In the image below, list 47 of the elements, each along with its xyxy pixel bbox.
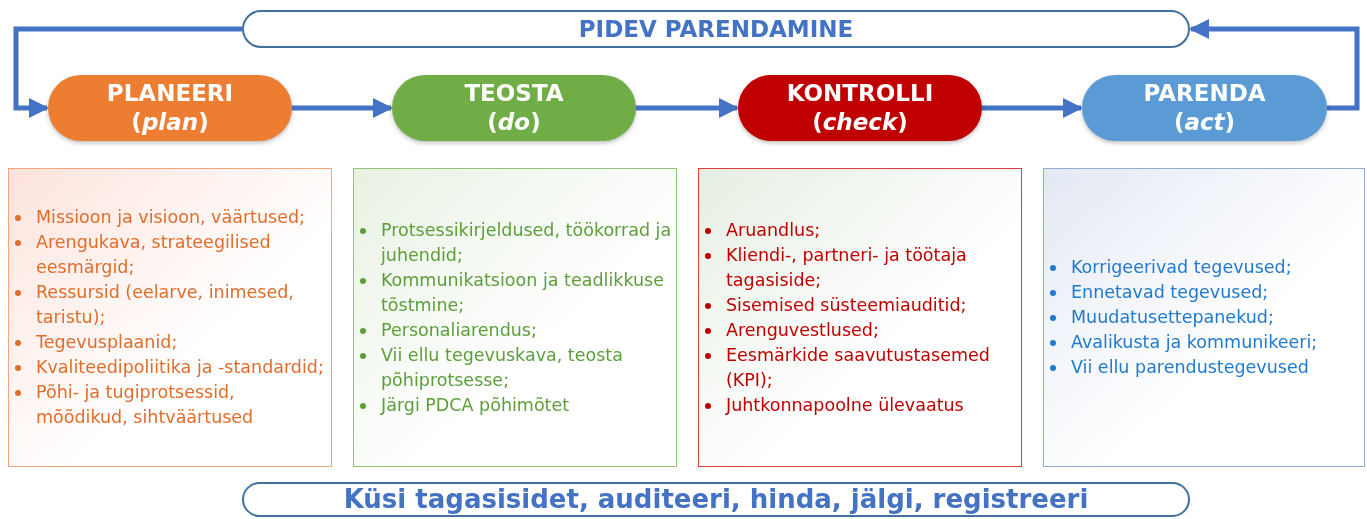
- banner: [242, 482, 1190, 517]
- bullet-text: Sisemised süsteemiauditid;: [726, 293, 967, 317]
- flow-arrow: [292, 98, 393, 118]
- phase-title: PARENDA: [1143, 79, 1266, 108]
- flow-arrow: [1189, 19, 1360, 111]
- bullet-text: Eesmärkide saavutustasemed (KPI);: [726, 343, 991, 392]
- bullet-text: Arengukava, strateegilised eesmärgid;: [36, 231, 272, 279]
- banner-text: Küsi tagasisidet, auditeeri, hinda, jälgi, registreeri: [343, 483, 1089, 516]
- banner-text: PIDEV PARENDAMINE: [578, 14, 854, 44]
- phase-pill: [1082, 75, 1327, 141]
- activity-panel: [353, 168, 677, 467]
- bullet-text: Kliendi-, partneri- ja töötaja tagasiside;: [726, 243, 968, 292]
- phase-subtitle: (plan): [131, 108, 209, 137]
- bullet-text: Missioon ja visioon, väärtused;: [36, 206, 305, 229]
- flow-arrow: [13, 26, 242, 118]
- activity-panel: [8, 168, 332, 467]
- phase-pill: [738, 75, 982, 141]
- bullet-text: Juhtkonnapoolne ülevaatus: [726, 393, 964, 417]
- bullet-text: Arenguvestlused;: [726, 318, 879, 342]
- phase-subtitle: (do): [487, 108, 541, 137]
- bullet-text: Vii ellu tegevuskava, teosta põhiprotsesse;: [381, 343, 624, 392]
- bullet-text: Kommunikatsioon ja teadlikkuse tõstmine;: [381, 268, 665, 317]
- bullet-text: Ennetavad tegevused;: [1071, 281, 1269, 304]
- bullet-text: Tegevusplaanid;: [36, 331, 178, 354]
- bullet-text: Muudatusettepanekud;: [1071, 306, 1274, 329]
- flow-arrow: [982, 98, 1083, 118]
- bullet-text: Protsessikirjeldused, töökorrad ja juhendid;: [381, 218, 672, 267]
- bullet-text: Korrigeerivad tegevused;: [1071, 256, 1292, 279]
- bullet-text: Järgi PDCA põhimõtet: [381, 393, 570, 417]
- flow-arrow: [636, 98, 739, 118]
- bullet-text: Vii ellu parendustegevused: [1071, 356, 1309, 379]
- banner: [242, 10, 1190, 48]
- phase-subtitle: (check): [812, 108, 908, 137]
- phase-pill: [392, 75, 636, 141]
- activity-panel: [698, 168, 1022, 467]
- bullet-text: Aruandlus;: [726, 218, 821, 242]
- bullet-text: Avalikusta ja kommunikeeri;: [1071, 331, 1318, 354]
- bullet-text: Ressursid (eelarve, inimesed, taristu);: [36, 281, 295, 329]
- phase-subtitle: (act): [1173, 108, 1236, 137]
- phase-title: TEOSTA: [464, 79, 564, 108]
- bullet-text: Kvaliteedipoliitika ja -standardid;: [36, 356, 324, 379]
- phase-pill: [48, 75, 292, 141]
- activity-panel: [1043, 168, 1365, 467]
- bullet-text: Põhi- ja tugiprotsessid, mõõdikud, sihtväärtused: [36, 381, 255, 429]
- phase-title: KONTROLLI: [786, 79, 934, 108]
- bullet-text: Personaliarendus;: [381, 318, 537, 342]
- phase-title: PLANEERI: [106, 79, 234, 108]
